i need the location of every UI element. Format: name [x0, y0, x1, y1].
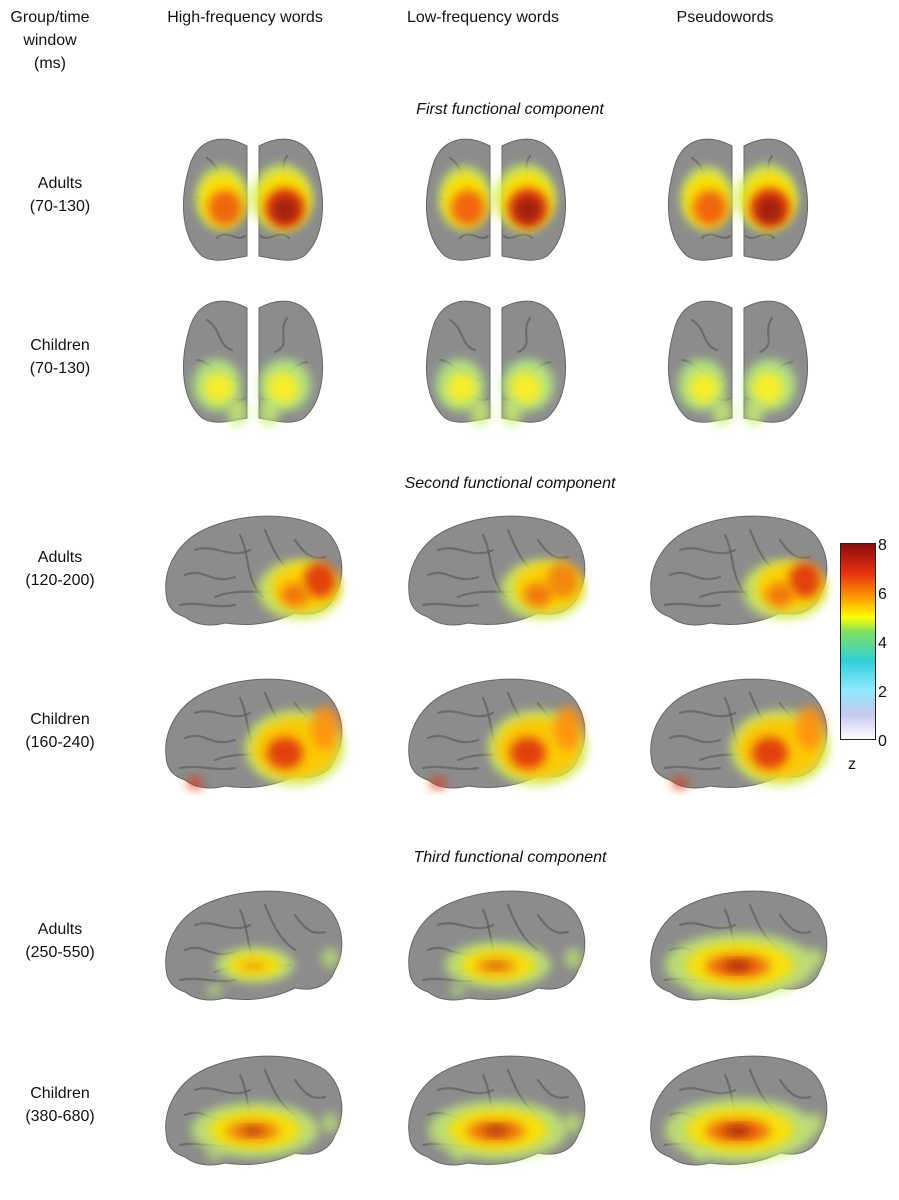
- row-window: (380-680): [25, 1108, 95, 1125]
- brain-surface-render: [408, 515, 586, 626]
- colorbar-unit: z: [848, 756, 856, 773]
- brain-image-2-1-1: [155, 505, 355, 635]
- colorbar-tick: 2: [878, 684, 887, 701]
- brain-surface-render: [408, 678, 588, 789]
- brain-surface-render: [182, 138, 324, 261]
- brain-image-1-1-2: [410, 128, 582, 268]
- section-title-second: Second functional component: [404, 475, 616, 492]
- brain-image-3-2-3: [640, 1045, 840, 1175]
- brain-surface-render: [650, 678, 830, 789]
- group-header-line3: (ms): [34, 55, 66, 72]
- brain-image-2-2-3: [640, 668, 840, 798]
- column-header-low-frequency: Low-frequency words: [406, 9, 560, 26]
- row-label-s3-children: Children (380-680): [0, 1082, 120, 1128]
- row-group: Children: [30, 1085, 90, 1102]
- brain-image-3-1-1: [155, 880, 355, 1010]
- row-label-s1-adults: Adults (70-130): [0, 172, 120, 218]
- group-header-line2: window: [23, 32, 77, 49]
- brain-image-1-2-1: [167, 290, 339, 430]
- group-header-line1: Group/time: [10, 9, 90, 26]
- brain-surface-render: [408, 1055, 586, 1166]
- column-header-pseudowords: Pseudowords: [676, 9, 774, 26]
- colorbar-tick: 0: [878, 733, 887, 750]
- row-label-s1-children: Children (70-130): [0, 334, 120, 380]
- row-window: (160-240): [25, 734, 95, 751]
- row-group: Adults: [37, 549, 83, 566]
- row-group: Adults: [37, 921, 83, 938]
- group-time-window-header: Group/time window (ms): [0, 6, 100, 75]
- brain-image-1-2-2: [410, 290, 582, 430]
- row-label-s2-children: Children (160-240): [0, 708, 120, 754]
- brain-image-1-1-1: [167, 128, 339, 268]
- row-label-s3-adults: Adults (250-550): [0, 918, 120, 964]
- brain-image-3-2-1: [155, 1045, 355, 1175]
- colorbar: [840, 543, 876, 740]
- brain-surface-render: [650, 890, 828, 1001]
- brain-surface-render: [425, 300, 567, 426]
- brain-surface-render: [165, 515, 343, 626]
- brain-image-3-2-2: [398, 1045, 598, 1175]
- brain-surface-render: [650, 1055, 828, 1166]
- brain-surface-render: [182, 300, 324, 426]
- section-title-first: First functional component: [416, 101, 604, 118]
- brain-surface-render: [165, 1055, 343, 1166]
- row-window: (120-200): [25, 572, 95, 589]
- brain-image-2-1-2: [398, 505, 598, 635]
- brain-image-3-1-2: [398, 880, 598, 1010]
- brain-image-3-1-3: [640, 880, 840, 1010]
- brain-surface-render: [667, 300, 809, 426]
- brain-image-2-1-3: [640, 505, 840, 635]
- row-group: Adults: [37, 175, 83, 192]
- colorbar-tick: 8: [878, 537, 887, 554]
- colorbar-tick: 6: [878, 586, 887, 603]
- brain-surface-render: [667, 138, 809, 261]
- colorbar-tick: 4: [878, 635, 887, 652]
- row-window: (70-130): [29, 360, 91, 377]
- brain-surface-render: [408, 890, 586, 1001]
- row-label-s2-adults: Adults (120-200): [0, 546, 120, 592]
- row-group: Children: [30, 711, 90, 728]
- row-window: (70-130): [29, 198, 91, 215]
- brain-surface-render: [425, 138, 567, 261]
- brain-surface-render: [650, 515, 828, 626]
- brain-image-1-1-3: [652, 128, 824, 268]
- row-group: Children: [30, 337, 90, 354]
- column-header-high-frequency: High-frequency words: [167, 9, 323, 26]
- brain-surface-render: [165, 678, 345, 789]
- section-title-third: Third functional component: [413, 849, 607, 866]
- row-window: (250-550): [25, 944, 95, 961]
- brain-image-1-2-3: [652, 290, 824, 430]
- brain-image-2-2-1: [155, 668, 355, 798]
- brain-surface-render: [165, 890, 343, 1001]
- brain-image-2-2-2: [398, 668, 598, 798]
